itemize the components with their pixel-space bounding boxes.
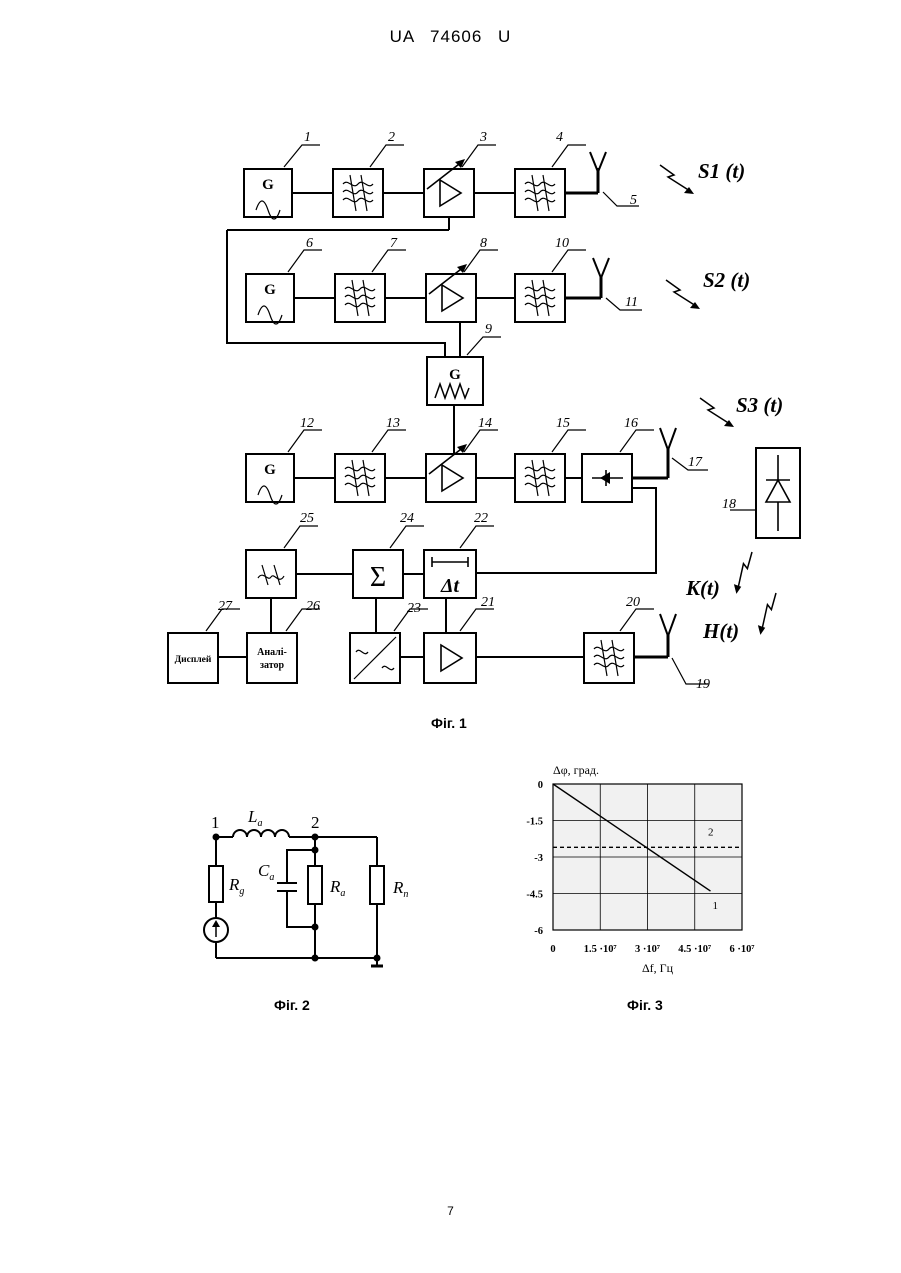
svg-text:14: 14 (478, 416, 492, 431)
svg-text:26: 26 (306, 599, 320, 614)
page-number: 7 (0, 1204, 901, 1218)
svg-text:4: 4 (556, 130, 563, 145)
delay-symbol: Δt (440, 575, 461, 597)
svg-text:5: 5 (630, 193, 637, 208)
display-label: Дисплей (175, 654, 212, 665)
block-8-amplifier (426, 274, 476, 322)
svg-text:G: G (264, 282, 276, 298)
generator-letters: G G G G (262, 177, 461, 478)
svg-text:12: 12 (300, 416, 314, 431)
analyzer-label-2: затор (260, 660, 285, 671)
svg-text:K(t): K(t) (685, 576, 720, 600)
block-26-analyzer (247, 633, 297, 683)
svg-text:24: 24 (400, 511, 414, 526)
svg-text:19: 19 (696, 677, 710, 692)
svg-text:23: 23 (407, 601, 421, 616)
block-2-filter (333, 169, 383, 217)
row1-chain (244, 152, 606, 219)
analyzer-label-1: Аналі- (257, 647, 287, 658)
svg-text:2: 2 (388, 130, 395, 145)
block-21-amplifier (424, 633, 476, 683)
svg-text:S3 (t): S3 (t) (736, 393, 783, 417)
svg-text:18: 18 (722, 497, 736, 512)
svg-text:11: 11 (625, 295, 638, 310)
svg-text:15: 15 (556, 416, 570, 431)
sweep-generator-links (227, 217, 483, 458)
block-7-filter (335, 274, 385, 322)
block-4-filter (515, 169, 565, 217)
block-20-filter (584, 633, 634, 683)
svg-text:13: 13 (386, 416, 400, 431)
svg-text:10: 10 (555, 236, 569, 251)
block-14-amplifier (426, 454, 476, 502)
svg-text:3: 3 (479, 130, 487, 145)
svg-text:G: G (264, 462, 276, 478)
block-15-filter (515, 454, 565, 502)
row5-chain: Дисплей Аналі- затор (168, 614, 676, 683)
svg-text:7: 7 (390, 236, 398, 251)
svg-text:21: 21 (481, 595, 495, 610)
block-18-diode (756, 448, 800, 538)
svg-text:S1 (t): S1 (t) (698, 159, 745, 183)
svg-text:25: 25 (300, 511, 314, 526)
fig2-caption: Фіг. 2 (274, 997, 310, 1013)
block-13-filter (335, 454, 385, 502)
svg-text:20: 20 (626, 595, 640, 610)
svg-text:H(t): H(t) (702, 619, 739, 643)
svg-text:17: 17 (688, 455, 703, 470)
svg-text:1: 1 (304, 130, 311, 145)
svg-text:G: G (449, 367, 461, 383)
sum-symbol: Σ (370, 562, 386, 593)
row3-chain (246, 428, 676, 504)
svg-text:22: 22 (474, 511, 488, 526)
svg-text:16: 16 (624, 416, 638, 431)
svg-text:8: 8 (480, 236, 487, 251)
signal-labels: S1 (t) S2 (t) S3 (t) K(t) H(t) (685, 159, 783, 643)
block-10-filter (515, 274, 565, 322)
block-25-filter (246, 550, 296, 598)
svg-text:9: 9 (485, 322, 492, 337)
svg-text:S2 (t): S2 (t) (703, 268, 750, 292)
fig1-caption: Фіг. 1 (431, 715, 467, 731)
svg-text:27: 27 (218, 599, 233, 614)
svg-text:G: G (262, 177, 274, 193)
fig3-caption: Фіг. 3 (627, 997, 663, 1013)
block-3-amplifier (424, 169, 474, 217)
svg-text:6: 6 (306, 236, 313, 251)
